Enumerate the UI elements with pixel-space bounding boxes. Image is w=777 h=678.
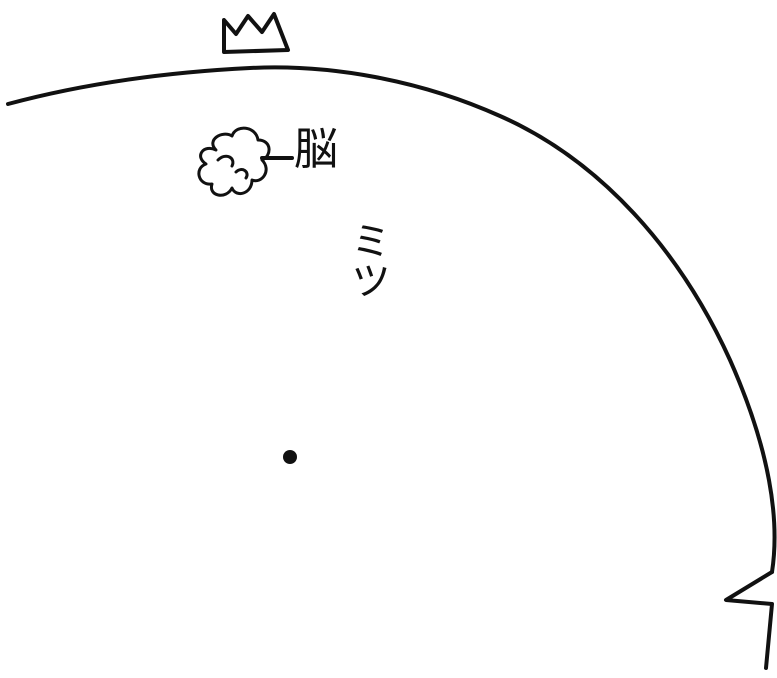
brain-fold — [218, 156, 247, 178]
crown-icon — [224, 14, 288, 52]
mitsu-kana-text: ミツ — [344, 220, 390, 300]
dot-icon — [283, 450, 297, 464]
side-notch — [726, 572, 772, 668]
brain-label: 脳 — [294, 128, 338, 172]
mitsu-label: ミツ — [338, 220, 388, 300]
head-outline — [8, 67, 775, 572]
brain-kanji-text: 脳 — [294, 124, 338, 175]
